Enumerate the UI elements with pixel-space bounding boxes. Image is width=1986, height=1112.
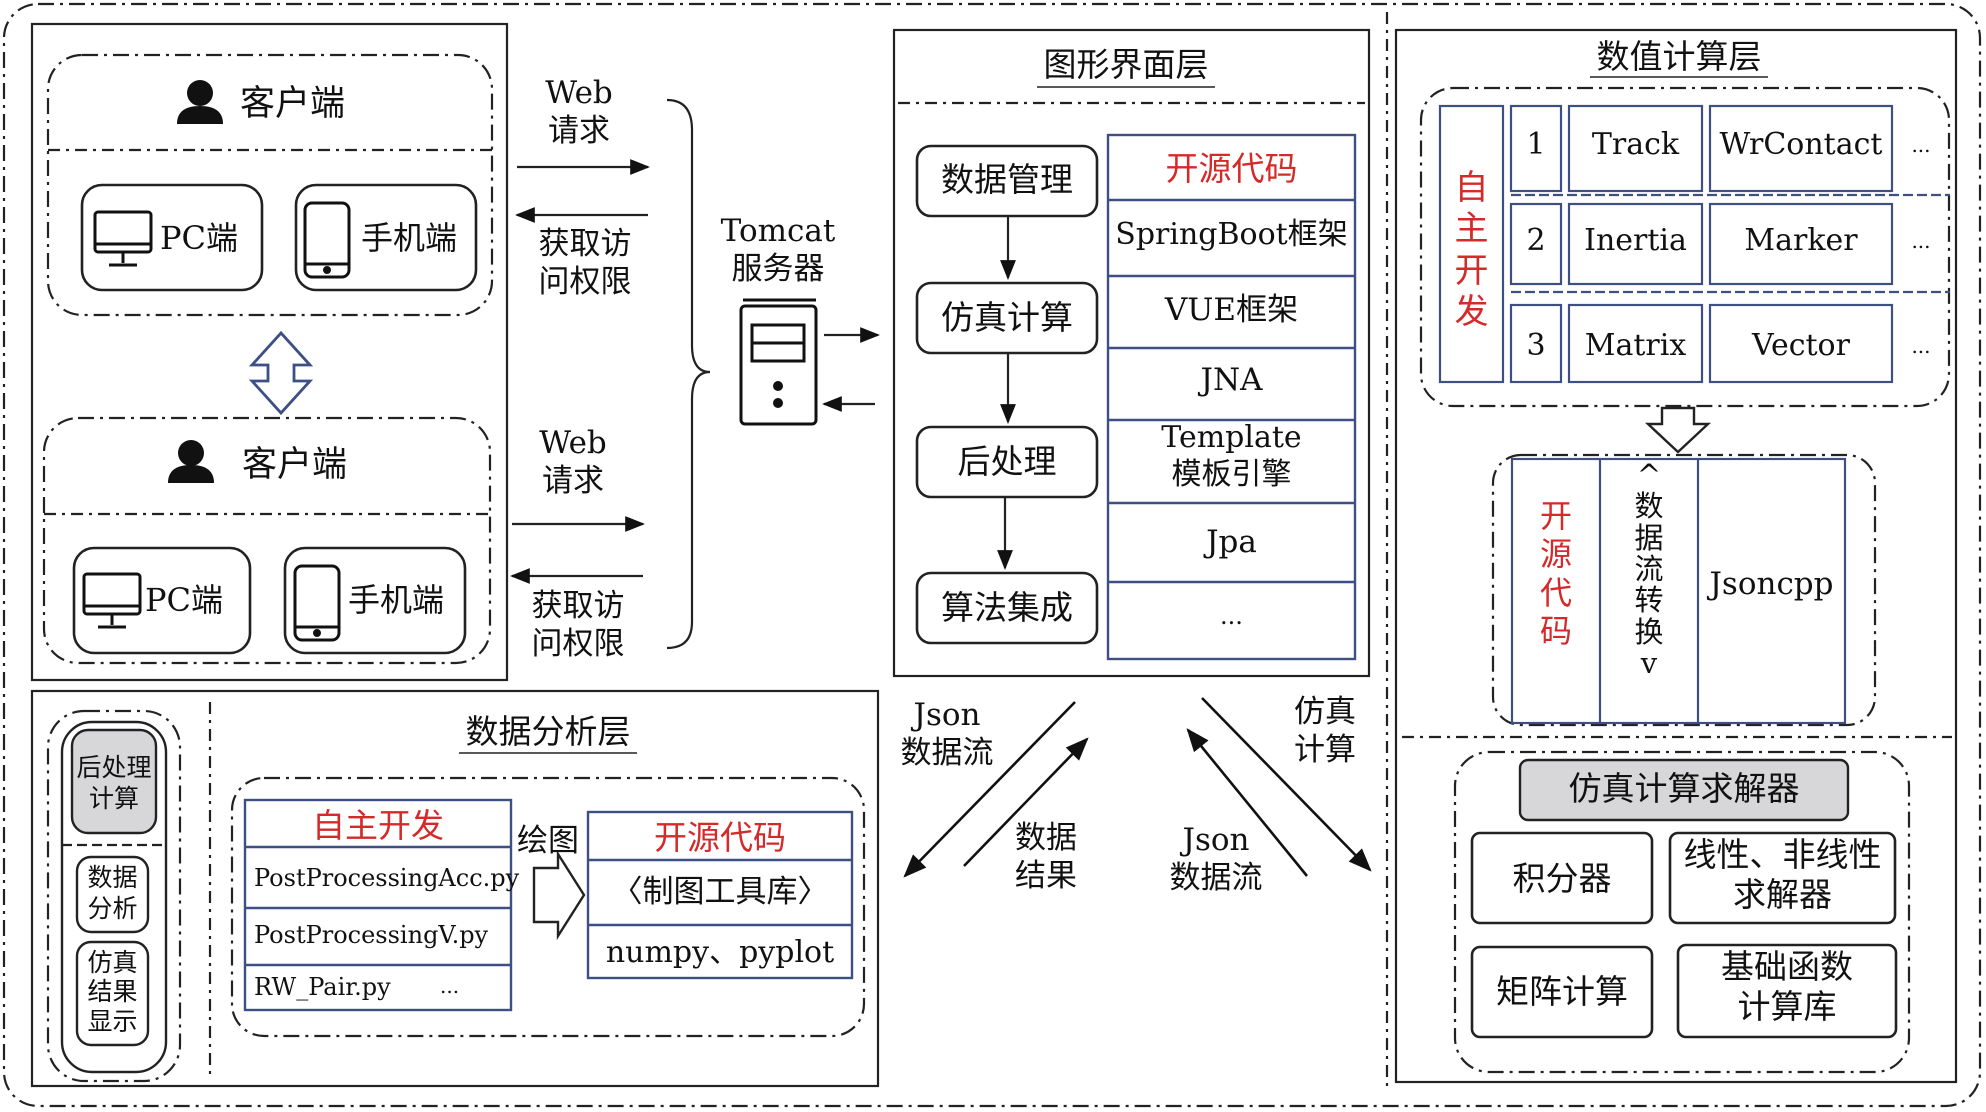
pc-label-top: PC端 bbox=[160, 219, 239, 257]
analysis-self-dev-header: 自主开发 bbox=[312, 806, 444, 845]
mobile-box-bottom bbox=[283, 546, 467, 655]
plot-lib-list: numpy、pyplot bbox=[605, 935, 835, 970]
double-arrow-icon bbox=[248, 330, 314, 416]
gui-step-4-label: 算法集成 bbox=[941, 588, 1073, 627]
data-flow-conversion-label: ^ 数 据 流 转 换 v bbox=[1634, 458, 1664, 680]
row-3-b: Vector bbox=[1752, 328, 1850, 363]
row-3-a: Matrix bbox=[1584, 328, 1687, 363]
numeric-layer-title: 数值计算层 bbox=[1596, 37, 1762, 76]
gui-step-3 bbox=[915, 425, 1099, 499]
row-3-more: ... bbox=[1911, 334, 1931, 358]
row-2-more: ... bbox=[1911, 229, 1931, 253]
plot-lib-label: 〈制图工具库〉 bbox=[611, 874, 829, 910]
monitor-icon bbox=[93, 210, 153, 267]
row-1-more: ... bbox=[1911, 133, 1931, 157]
analysis-side-item-3-label: 仿真 结果 显示 bbox=[87, 948, 138, 1036]
server-icon bbox=[739, 298, 818, 426]
analysis-side-item-1-label: 后处理 计算 bbox=[76, 753, 152, 813]
analysis-side-item-3 bbox=[75, 940, 150, 1047]
client-panel bbox=[30, 22, 509, 682]
mobile-box-top bbox=[294, 183, 478, 292]
script-3: RW_Pair.py bbox=[254, 973, 391, 1001]
access-label-bottom: 获取访 问权限 bbox=[531, 588, 625, 662]
server-label: Tomcat 服务器 bbox=[720, 213, 836, 287]
row-1-a: Track bbox=[1591, 127, 1680, 162]
monitor-icon bbox=[82, 572, 142, 629]
client-box-bottom bbox=[42, 416, 492, 665]
row-2-index: 2 bbox=[1526, 223, 1546, 258]
solver-2-label: 线性、非线性 求解器 bbox=[1683, 835, 1882, 915]
data-result-label: 数据 结果 bbox=[1015, 820, 1077, 894]
gui-stack-item-1: SpringBoot框架 bbox=[1115, 217, 1348, 252]
solver-title-box bbox=[1518, 758, 1850, 822]
plot-label: 绘图 bbox=[517, 823, 579, 859]
gui-step-2-label: 仿真计算 bbox=[941, 298, 1073, 337]
solver-item-3 bbox=[1470, 945, 1654, 1039]
solver-title: 仿真计算求解器 bbox=[1568, 769, 1800, 808]
row-2-b: Marker bbox=[1744, 223, 1858, 258]
access-label-top: 获取访 问权限 bbox=[538, 226, 632, 300]
script-1: PostProcessingAcc.py bbox=[254, 864, 520, 892]
row-1-index: 1 bbox=[1526, 127, 1546, 162]
gui-stack-item-5: Jpa bbox=[1206, 524, 1257, 560]
solver-3-label: 矩阵计算 bbox=[1496, 972, 1628, 1011]
phone-icon bbox=[293, 564, 341, 642]
pc-label-bottom: PC端 bbox=[145, 581, 224, 619]
gui-stack-item-3: JNA bbox=[1200, 362, 1263, 398]
analysis-side-item-1 bbox=[70, 728, 158, 835]
numeric-layer-panel bbox=[1394, 28, 1958, 1084]
json-flow-label-left: Json 数据流 bbox=[900, 697, 994, 771]
phone-icon bbox=[303, 201, 351, 279]
gui-step-4 bbox=[915, 571, 1099, 645]
self-dev-label: 自 主 开 发 bbox=[1454, 168, 1489, 333]
analysis-side-item-2 bbox=[75, 855, 150, 934]
mobile-label-bottom: 手机端 bbox=[348, 581, 445, 619]
gui-stack-header: 开源代码 bbox=[1165, 149, 1298, 188]
solver-item-4 bbox=[1676, 943, 1898, 1039]
client-box-top bbox=[46, 53, 494, 317]
pc-box-top bbox=[80, 183, 264, 292]
user-icon bbox=[168, 440, 214, 483]
json-flow-label-right: Json 数据流 bbox=[1169, 822, 1263, 896]
row-2-a: Inertia bbox=[1584, 223, 1687, 258]
sim-compute-label: 仿真 计算 bbox=[1294, 694, 1356, 768]
client-title-bottom: 客户端 bbox=[242, 445, 348, 485]
pc-box-bottom bbox=[72, 546, 252, 655]
solver-4-label: 基础函数 计算库 bbox=[1721, 947, 1853, 1027]
row-3-index: 3 bbox=[1526, 328, 1546, 363]
solver-item-2 bbox=[1668, 831, 1897, 925]
analysis-open-source-header: 开源代码 bbox=[654, 818, 786, 857]
script-2: PostProcessingV.py bbox=[254, 921, 489, 949]
gui-stack-item-4: Template 模板引擎 bbox=[1161, 420, 1302, 492]
analysis-side-item-2-label: 数据 分析 bbox=[87, 863, 138, 923]
row-1-b: WrContact bbox=[1719, 127, 1883, 162]
mobile-label-top: 手机端 bbox=[361, 219, 458, 257]
user-icon bbox=[177, 80, 223, 124]
gui-layer-panel bbox=[892, 28, 1371, 678]
analysis-layer-title: 数据分析层 bbox=[465, 712, 631, 751]
open-source-label: 开 源 代 码 bbox=[1539, 497, 1572, 651]
solver-item-1 bbox=[1470, 831, 1654, 925]
gui-stack-item-6: ... bbox=[1220, 602, 1243, 630]
client-title-top: 客户端 bbox=[240, 84, 346, 124]
gui-layer-title: 图形界面层 bbox=[1043, 45, 1209, 84]
web-request-label-bottom: Web 请求 bbox=[539, 425, 607, 499]
analysis-layer-panel bbox=[30, 689, 880, 1088]
script-more: ... bbox=[440, 974, 460, 998]
web-request-label-top: Web 请求 bbox=[545, 75, 613, 149]
gui-step-1-label: 数据管理 bbox=[941, 160, 1073, 199]
gui-stack-item-2: VUE框架 bbox=[1164, 292, 1299, 328]
solver-1-label: 积分器 bbox=[1512, 859, 1612, 898]
gui-step-3-label: 后处理 bbox=[957, 442, 1057, 481]
jsoncpp-label: Jsoncpp bbox=[1709, 566, 1834, 602]
